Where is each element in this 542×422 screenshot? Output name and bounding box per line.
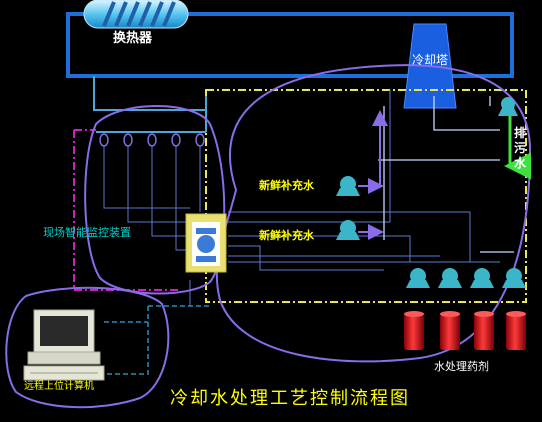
- remote-computer-icon: [23, 309, 105, 381]
- blowdown-char: 排: [514, 126, 527, 140]
- diagram-title: 冷却水处理工艺控制流程图: [170, 388, 410, 409]
- sensor-icon: [171, 133, 181, 147]
- circulation-pipe-loop: [66, 12, 514, 78]
- remote-loop: [5, 286, 170, 409]
- field-controller-boundary: [73, 129, 178, 291]
- chemical-tank-icon: [474, 311, 494, 350]
- blowdown-label: 排 污 水: [514, 126, 528, 171]
- chemical-tank-icon: [440, 311, 460, 350]
- cooling-tower-label: 冷却塔: [412, 53, 449, 67]
- field-controller-label: 现场智能监控装置: [43, 226, 131, 239]
- sensor-header-pipe: [93, 76, 207, 133]
- blowdown-pump-icon: [498, 97, 518, 116]
- exchanger-loop: [84, 105, 226, 295]
- makeup-water-arrows: [358, 110, 388, 240]
- sensor-signal-lines: [103, 90, 500, 306]
- flow-loops: [5, 64, 532, 409]
- pumps: [336, 97, 526, 288]
- treatment-area-boundary: [205, 89, 527, 303]
- makeup-pump-icon: [336, 220, 360, 240]
- chemical-tank-icon: [404, 311, 424, 350]
- sensor-icon: [147, 133, 157, 147]
- sensor-row: [99, 133, 205, 147]
- blowdown-char: 水: [514, 156, 527, 170]
- remote-link-boundary: [104, 305, 210, 375]
- makeup-water-label: 新鲜补充水: [259, 179, 314, 192]
- field-controller-icon: [185, 213, 227, 273]
- dosing-pump-icon: [438, 268, 462, 288]
- heat-exchanger: [83, 0, 189, 29]
- sensor-icon: [195, 133, 205, 147]
- makeup-pump-icon: [336, 176, 360, 196]
- chemical-tank-icon: [506, 311, 526, 350]
- sensor-icon: [123, 133, 133, 147]
- tower-return-lines: [378, 96, 515, 288]
- remote-computer-label: 远程上位计算机: [24, 381, 94, 392]
- dosing-pump-icon: [406, 268, 430, 288]
- dosing-pump-icon: [470, 268, 494, 288]
- blowdown-char: 污: [514, 141, 527, 155]
- heat-exchanger-stripes-icon: [102, 1, 176, 27]
- dosing-pump-icon: [502, 268, 526, 288]
- sensor-icon: [99, 133, 109, 147]
- chemical-tanks: [404, 311, 526, 350]
- makeup-water-label: 新鲜补充水: [259, 229, 314, 242]
- cooling-tower-loop: [215, 64, 532, 363]
- heat-exchanger-label: 换热器: [113, 31, 153, 46]
- chemicals-label: 水处理药剂: [434, 360, 489, 373]
